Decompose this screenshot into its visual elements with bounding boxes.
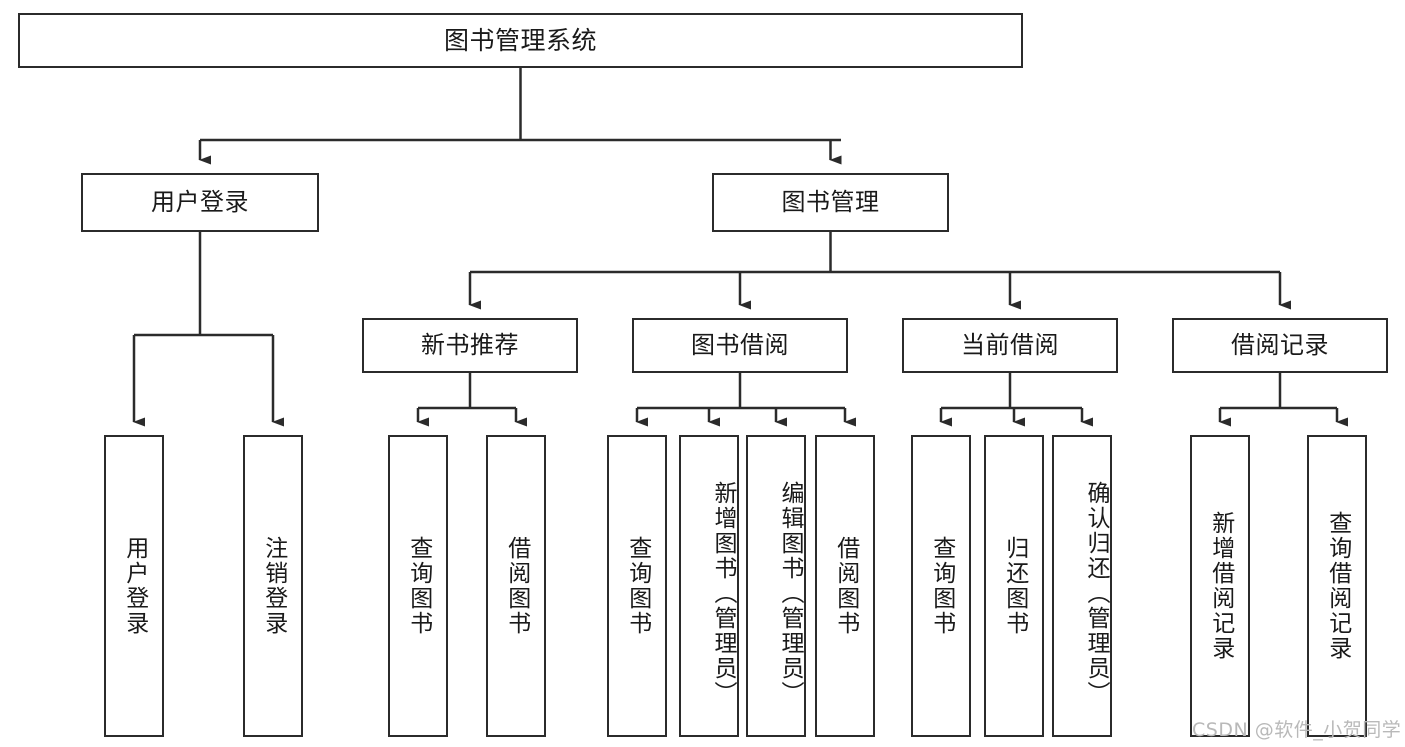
node-leaf-user-login[interactable]: 用户登录 (104, 435, 164, 737)
node-current-borrow[interactable]: 当前借阅 (902, 318, 1118, 373)
node-leaf-confirm-return[interactable]: 确认归还（管理员） (1052, 435, 1112, 737)
node-leaf-query-book-3[interactable]: 查询图书 (911, 435, 971, 737)
node-leaf-query-record[interactable]: 查询借阅记录 (1307, 435, 1367, 737)
node-leaf-edit-book[interactable]: 编辑图书（管理员） (746, 435, 806, 737)
node-leaf-query-book-2[interactable]: 查询图书 (607, 435, 667, 737)
node-leaf-return-book[interactable]: 归还图书 (984, 435, 1044, 737)
node-book-manage[interactable]: 图书管理 (712, 173, 949, 232)
node-leaf-add-book[interactable]: 新增图书（管理员） (679, 435, 739, 737)
node-leaf-user-logout[interactable]: 注销登录 (243, 435, 303, 737)
node-new-book-rec[interactable]: 新书推荐 (362, 318, 578, 373)
node-leaf-borrow-book-1[interactable]: 借阅图书 (486, 435, 546, 737)
node-borrow-records[interactable]: 借阅记录 (1172, 318, 1388, 373)
node-book-borrow[interactable]: 图书借阅 (632, 318, 848, 373)
node-leaf-add-record[interactable]: 新增借阅记录 (1190, 435, 1250, 737)
node-leaf-borrow-book-2[interactable]: 借阅图书 (815, 435, 875, 737)
node-user-login[interactable]: 用户登录 (81, 173, 319, 232)
node-leaf-query-book-1[interactable]: 查询图书 (388, 435, 448, 737)
node-root-system[interactable]: 图书管理系统 (18, 13, 1023, 68)
